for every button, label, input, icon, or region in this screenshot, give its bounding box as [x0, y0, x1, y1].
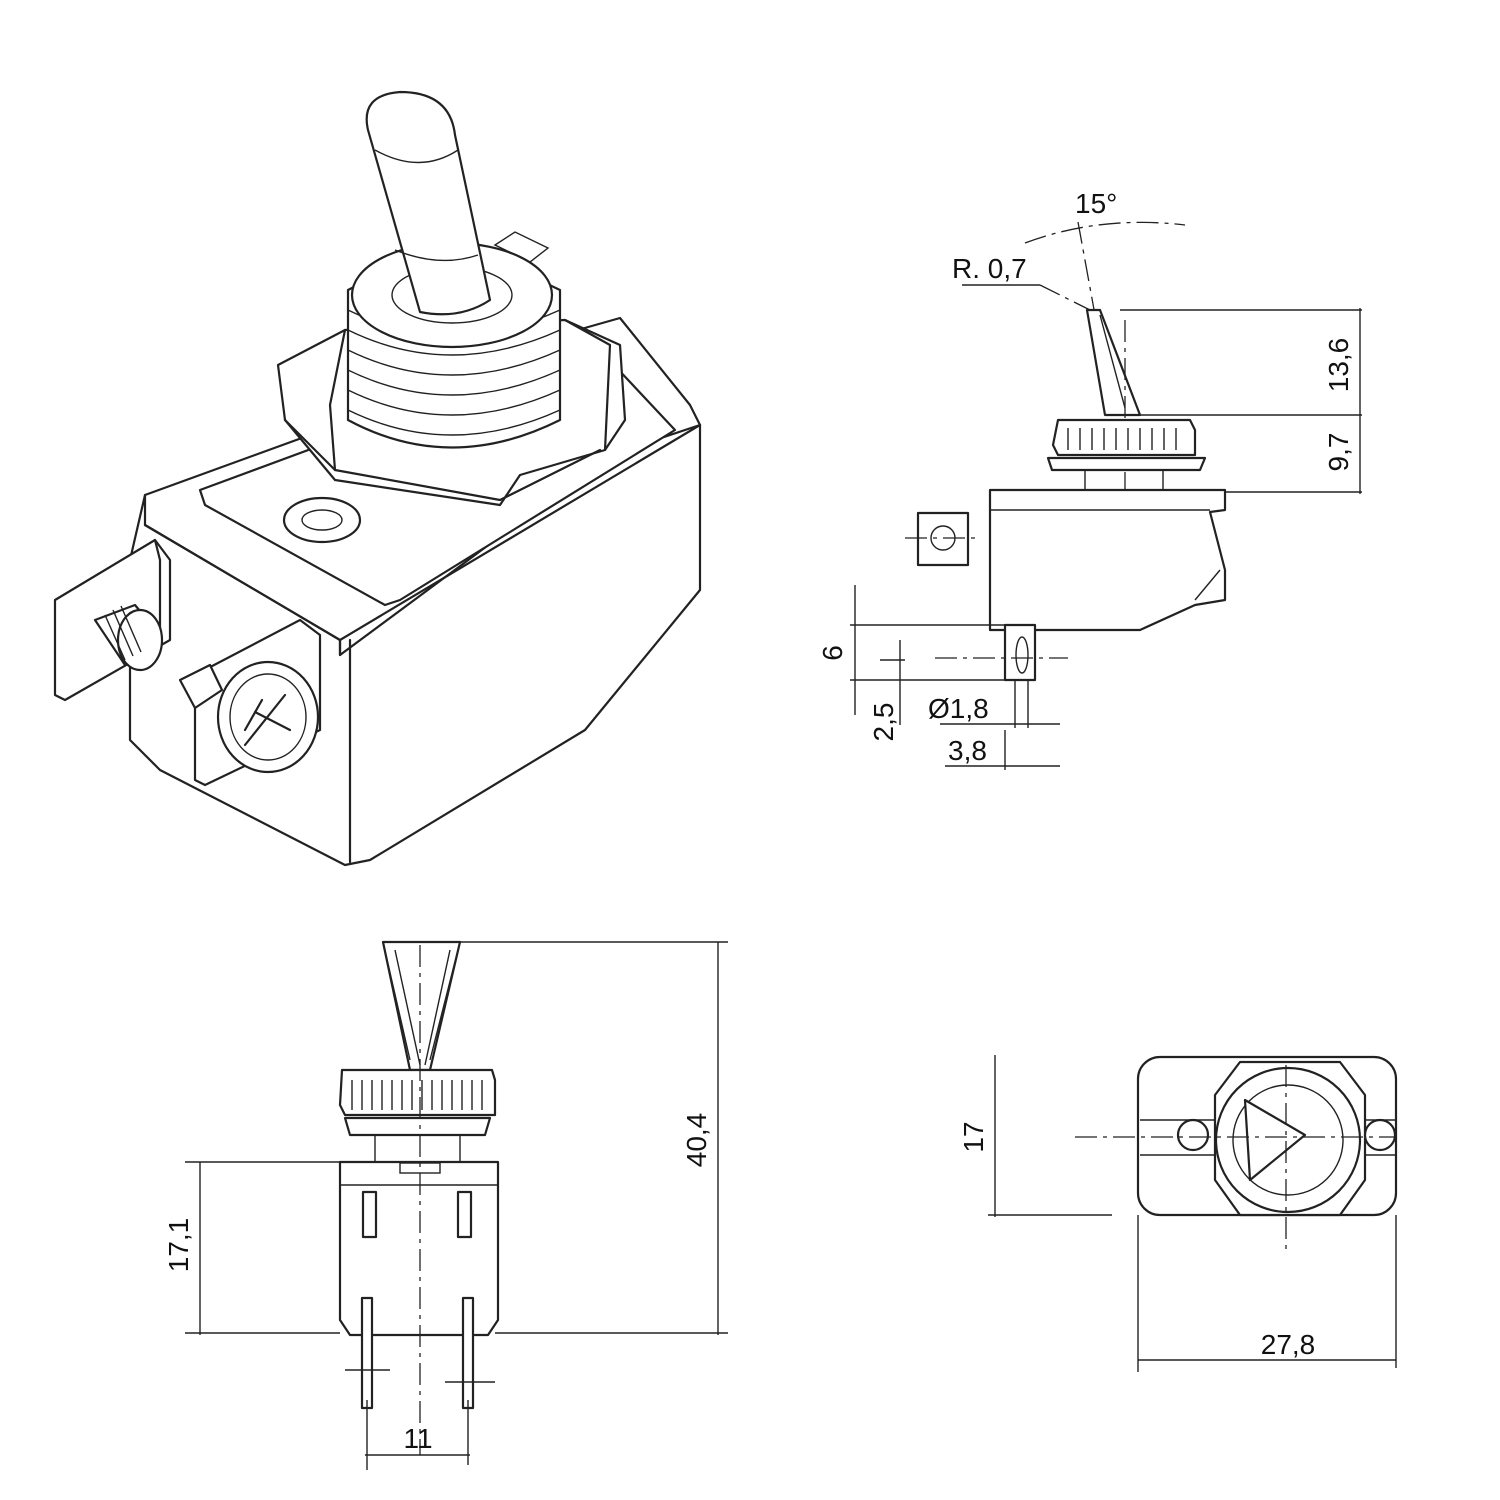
side-view: 15° R. 0,7 13,6 9,7 6 2,5 Ø1,8 3,8 — [817, 188, 1362, 770]
lever-height-label: 13,6 — [1323, 338, 1354, 393]
angle-label: 15° — [1075, 188, 1117, 219]
top-view: 17 27,8 — [958, 1055, 1398, 1372]
width-label: 27,8 — [1261, 1329, 1316, 1360]
radius-label: R. 0,7 — [952, 253, 1027, 284]
front-view: 40,4 17,1 11 — [163, 940, 728, 1470]
terminal-spacing-label: 11 — [403, 1423, 432, 1454]
angle-arc — [1024, 221, 1186, 244]
terminal-hole-label: Ø1,8 — [928, 693, 989, 724]
terminal-offset-label: 2,5 — [868, 703, 899, 742]
terminal-length-label: 6 — [817, 645, 848, 661]
isometric-view — [53, 90, 702, 867]
terminal-width-label: 3,8 — [948, 735, 987, 766]
body-height-label: 17,1 — [163, 1218, 194, 1273]
depth-label: 17 — [958, 1121, 989, 1152]
bushing-height-label: 9,7 — [1323, 433, 1354, 472]
total-height-label: 40,4 — [681, 1113, 712, 1168]
